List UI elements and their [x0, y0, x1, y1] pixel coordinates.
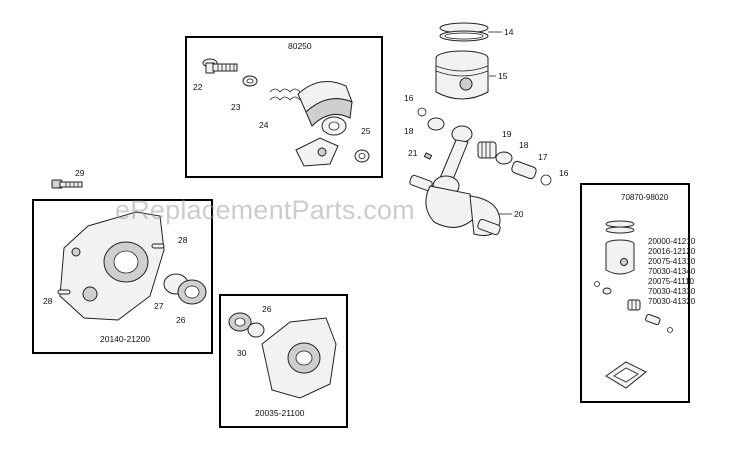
- left-crankcase-part: [59, 211, 165, 321]
- callout-18-right: 18: [519, 140, 529, 150]
- crank-bearing-left-part: [163, 273, 207, 305]
- needle-bearing-part: [477, 141, 497, 159]
- kit-part-number: 20000-41210: [648, 237, 696, 246]
- overhaul-kit-number: 70870-98020: [621, 193, 669, 202]
- piston-rings-part: [439, 22, 489, 42]
- clutch-outer-washer-part: [354, 149, 370, 163]
- clutch-bolt-part: [202, 58, 238, 74]
- piston-crank-group: 14 15 16 18 21 19 18: [404, 22, 569, 236]
- callout-28-upper: 28: [178, 235, 188, 245]
- callout-26-left: 26: [176, 315, 186, 325]
- callout-26-right: 26: [262, 304, 272, 314]
- callout-23: 23: [231, 102, 241, 112]
- kit-piston-part: [605, 220, 635, 275]
- clutch-kit-box: [185, 36, 383, 178]
- callout-25: 25: [361, 126, 371, 136]
- clutch-spring-part: [269, 88, 301, 101]
- callout-18-left: 18: [404, 126, 414, 136]
- callout-15: 15: [498, 71, 508, 81]
- callout-29: 29: [75, 168, 85, 178]
- kit-small-parts: [594, 281, 673, 333]
- callout-24: 24: [259, 120, 269, 130]
- callout-16-right: 16: [559, 168, 569, 178]
- dowel-pin-lower-part: [57, 289, 71, 295]
- left-crankcase-kit-number: 20140-21200: [100, 334, 150, 344]
- kit-part-number: 70030-41340: [648, 267, 696, 276]
- dowel-pin-upper-part: [151, 243, 165, 249]
- watermark-text: eReplacementParts.com: [115, 195, 415, 225]
- piston-pin-part: [511, 160, 537, 180]
- overhaul-kit-box: [580, 183, 690, 403]
- kit-part-number: 20016-12120: [648, 247, 696, 256]
- overhaul-kit-parts-list: 20000-41210 20016-12120 20075-41310 7003…: [648, 237, 696, 306]
- left-crankcase-group: 29 28 28 27 26 20140-21200: [32, 168, 213, 354]
- clutch-kit-group: 80250 22 23 24 2: [185, 36, 383, 178]
- piston-part: [435, 50, 489, 100]
- callout-28-lower: 28: [43, 296, 53, 306]
- kit-gasket-part: [605, 361, 647, 389]
- left-crankcase-box: [32, 199, 213, 354]
- right-crankcase-group: 26 30 20035-21100: [219, 294, 348, 428]
- woodruff-key-part: [423, 152, 433, 160]
- callout-19: 19: [502, 129, 512, 139]
- kit-part-number: 20075-41310: [648, 257, 696, 266]
- callout-16-top: 16: [404, 93, 414, 103]
- thrust-washer-part: [427, 117, 445, 131]
- callout-27: 27: [154, 301, 164, 311]
- callout-22: 22: [193, 82, 203, 92]
- crank-bearing-right-part: [228, 312, 265, 338]
- callout-17: 17: [538, 152, 548, 162]
- piston-clip-part: [417, 107, 427, 117]
- clutch-shoe-part: [295, 81, 353, 167]
- callout-14: 14: [504, 27, 514, 37]
- kit-part-number: 20075-41110: [648, 277, 695, 286]
- clutch-kit-number: 80250: [288, 41, 312, 51]
- thrust-washer-right-part: [495, 151, 513, 165]
- callout-21: 21: [408, 148, 418, 158]
- callout-30: 30: [237, 348, 247, 358]
- crankcase-bolt-part: [51, 179, 83, 189]
- overhaul-kit-group: 70870-98020 20000-41210 20016-12120 2007…: [580, 183, 696, 403]
- kit-part-number: 70030-41320: [648, 297, 696, 306]
- right-crankcase-kit-number: 20035-21100: [255, 408, 305, 418]
- crankshaft-part: [409, 174, 501, 236]
- callout-20: 20: [514, 209, 524, 219]
- right-crankcase-box: [219, 294, 348, 428]
- connecting-rod-part: [432, 125, 473, 197]
- kit-part-number: 70030-41330: [648, 287, 696, 296]
- clutch-washer-part: [242, 75, 258, 87]
- piston-clip-right-part: [540, 174, 552, 186]
- right-crankcase-part: [261, 317, 337, 399]
